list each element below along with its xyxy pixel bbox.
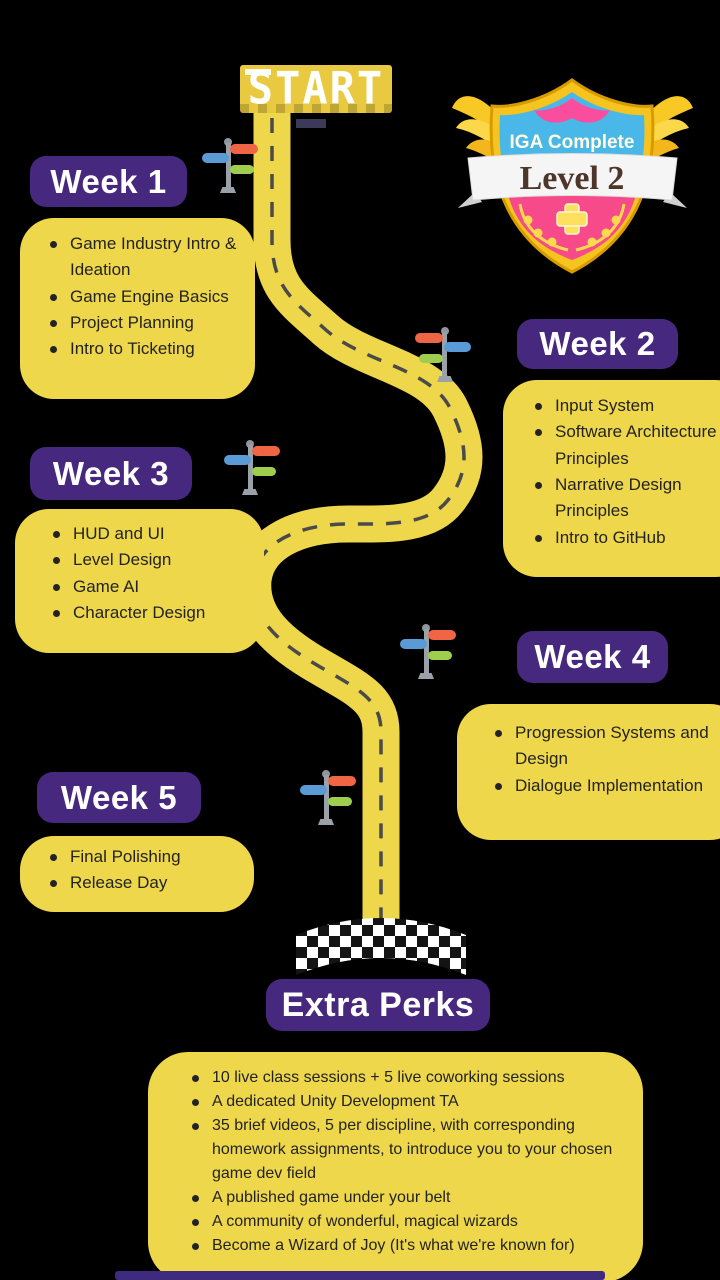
signpost-pole: [424, 629, 429, 675]
signpost-arm-orange: [252, 446, 280, 456]
signpost-icon: [202, 138, 258, 194]
week-1-header: Week 1: [30, 156, 187, 207]
signpost-base: [318, 819, 334, 825]
list-item: A community of wonderful, magical wizard…: [184, 1210, 629, 1234]
list-item: Final Polishing: [42, 844, 246, 870]
signpost-arm-green: [428, 651, 452, 660]
list-item: Intro to Ticketing: [42, 336, 247, 362]
badge-level-label: Level 2: [520, 160, 625, 197]
list-item: HUD and UI: [45, 521, 256, 547]
start-sign-shadow-pixel: [296, 119, 326, 128]
signpost-arm-green: [230, 165, 254, 174]
list-item: Game AI: [45, 574, 256, 600]
list-item: Character Design: [45, 600, 256, 626]
signpost-pole: [324, 775, 329, 821]
signpost-pole: [248, 445, 253, 491]
signpost-arm-blue: [202, 153, 229, 163]
extra-perks-header: Extra Perks: [266, 979, 490, 1031]
list-item: Become a Wizard of Joy (It's what we're …: [184, 1234, 629, 1258]
signpost-ball: [224, 138, 232, 146]
list-item: Dialogue Implementation: [487, 773, 720, 799]
signpost-base: [242, 489, 258, 495]
pixel-highlight: [245, 69, 271, 75]
signpost-arm-green: [419, 354, 443, 363]
badge-top-ornament: [534, 98, 610, 123]
list-item: 10 live class sessions + 5 live coworkin…: [184, 1066, 629, 1090]
week-5-header: Week 5: [37, 772, 201, 823]
list-item: Game Engine Basics: [42, 284, 247, 310]
week-4-header: Week 4: [517, 631, 668, 683]
signpost-arm-orange: [415, 333, 443, 343]
badge-title: IGA Complete: [510, 132, 635, 153]
level-badge: IGA Complete Level 2: [452, 78, 693, 274]
bottom-accent-bar: [115, 1271, 605, 1280]
pixel-notch: [231, 56, 240, 65]
list-item: Narrative Design Principles: [527, 472, 720, 525]
signpost-icon: [415, 327, 471, 383]
badge-ribbon: [458, 153, 687, 208]
list-item: Release Day: [42, 870, 246, 896]
signpost-ball: [322, 770, 330, 778]
signpost-pole: [226, 143, 231, 189]
week-2-header: Week 2: [517, 319, 678, 369]
signpost-icon: [400, 624, 456, 680]
start-sign-label: START: [247, 65, 385, 113]
week-3-header: Week 3: [30, 447, 192, 500]
pixel-notch: [231, 113, 240, 122]
extra-perks-list: 10 live class sessions + 5 live coworkin…: [184, 1066, 629, 1258]
signpost-arm-green: [328, 797, 352, 806]
signpost-base: [437, 376, 453, 382]
start-sign: START: [231, 56, 401, 122]
signpost-arm-blue: [300, 785, 327, 795]
list-item: Software Architecture Principles: [527, 419, 720, 472]
list-item: Intro to GitHub: [527, 525, 720, 551]
list-item: Input System: [527, 393, 720, 419]
signpost-base: [418, 673, 434, 679]
signpost-icon: [300, 770, 356, 826]
signpost-base: [220, 187, 236, 193]
list-item: Game Industry Intro & Ideation: [42, 231, 247, 284]
list-item: 35 brief videos, 5 per discipline, with …: [184, 1114, 629, 1186]
badge-laurel: [518, 203, 626, 252]
start-sign-face: START: [240, 65, 392, 113]
signpost-arm-blue: [400, 639, 427, 649]
pixel-notch: [392, 56, 401, 65]
signpost-icon: [224, 440, 280, 496]
list-item: Project Planning: [42, 310, 247, 336]
pixel-shading: [240, 104, 392, 113]
signpost-arm-green: [252, 467, 276, 476]
extra-perks-card: 10 live class sessions + 5 live coworkin…: [148, 1052, 643, 1280]
list-item: Level Design: [45, 547, 256, 573]
list-item: Progression Systems and Design: [487, 720, 720, 773]
signpost-arm-orange: [328, 776, 356, 786]
pixel-notch: [392, 113, 401, 122]
signpost-arm-blue: [444, 342, 471, 352]
signpost-arm-orange: [230, 144, 258, 154]
badge-cross-icon: [556, 203, 588, 235]
signpost-ball: [422, 624, 430, 632]
road-asphalt: [234, 110, 483, 930]
signpost-arm-orange: [428, 630, 456, 640]
list-item: A published game under your belt: [184, 1186, 629, 1210]
list-item: A dedicated Unity Development TA: [184, 1090, 629, 1114]
signpost-ball: [246, 440, 254, 448]
signpost-arm-blue: [224, 455, 251, 465]
